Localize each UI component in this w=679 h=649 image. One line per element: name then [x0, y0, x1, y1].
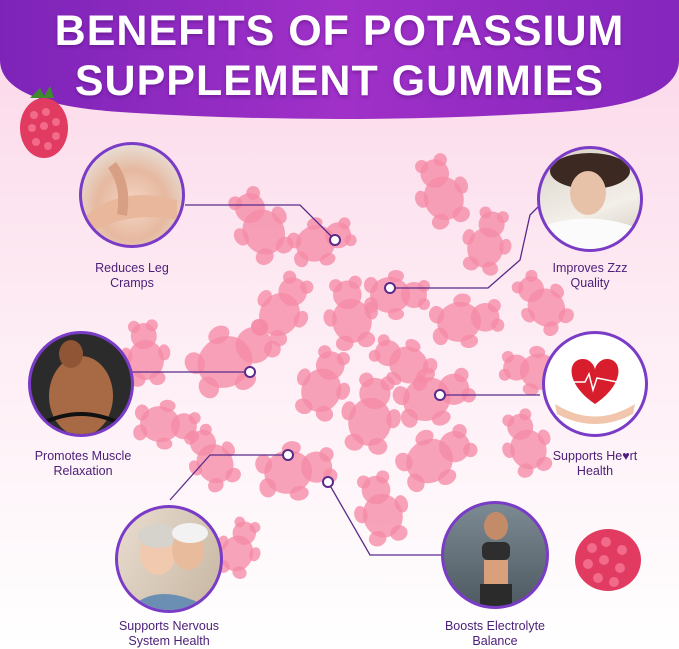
connector-nervous: [169, 454, 288, 501]
leg-photo-icon: [79, 142, 185, 248]
label-line: Cramps: [110, 276, 154, 290]
page-title: BENEFITS OF POTASSIUM SUPPLEMENT GUMMIES: [0, 6, 679, 106]
label-line: Balance: [472, 634, 518, 648]
heart-in-hands-photo-icon: [542, 331, 648, 437]
muscular-man-photo-icon: [28, 331, 134, 437]
title-line-2: SUPPLEMENT GUMMIES: [74, 57, 605, 105]
title-banner: [0, 0, 679, 119]
label-line: Health: [576, 464, 614, 478]
label-supports-heart-health: Supports He♥rt Health: [525, 449, 665, 479]
label-improves-sleep-quality: Improves Zzz Quality: [520, 261, 660, 291]
label-line: System Health: [128, 634, 210, 648]
gummy-bear: [252, 434, 341, 508]
elderly-couple-photo-icon: [115, 505, 223, 613]
runner-woman-photo-icon: [441, 501, 549, 609]
label-reduces-leg-cramps: Reduces Leg Cramps: [62, 261, 202, 291]
connector-dot: [322, 476, 334, 488]
connector-dot: [329, 234, 341, 246]
connector-dot: [384, 282, 396, 294]
raspberry-bottom-right: [575, 529, 641, 591]
title-line-1: BENEFITS OF POTASSIUM: [54, 7, 625, 55]
label-line: Supports Nervous: [118, 619, 220, 633]
label-line: Relaxation: [53, 464, 113, 478]
gummy-bear: [426, 287, 508, 354]
raspberry-top-left: [20, 86, 68, 158]
label-line: Quality: [570, 276, 610, 290]
label-line: Boosts Electrolyte: [444, 619, 546, 633]
label-line: Supports He♥rt: [552, 449, 638, 463]
label-line: Reduces Leg: [95, 261, 169, 275]
gummy-bear: [282, 206, 362, 276]
connector-leg: [185, 204, 336, 241]
connector-dot: [244, 366, 256, 378]
label-promotes-muscle-relaxation: Promotes Muscle Relaxation: [8, 449, 158, 479]
label-line: Improves Zzz: [552, 261, 628, 275]
gummy-bear: [215, 177, 304, 273]
connector-electrolyte: [327, 481, 445, 556]
connector-sleep: [390, 204, 541, 289]
connector-dot: [282, 449, 294, 461]
connector-dot: [434, 389, 446, 401]
gummy-bear: [344, 466, 417, 551]
label-line: Promotes Muscle: [34, 449, 132, 463]
label-supports-nervous-system-health: Supports Nervous System Health: [94, 619, 244, 649]
sleeping-woman-photo-icon: [537, 146, 643, 252]
label-boosts-electrolyte-balance: Boosts Electrolyte Balance: [420, 619, 570, 649]
gummy-bear: [402, 147, 480, 235]
